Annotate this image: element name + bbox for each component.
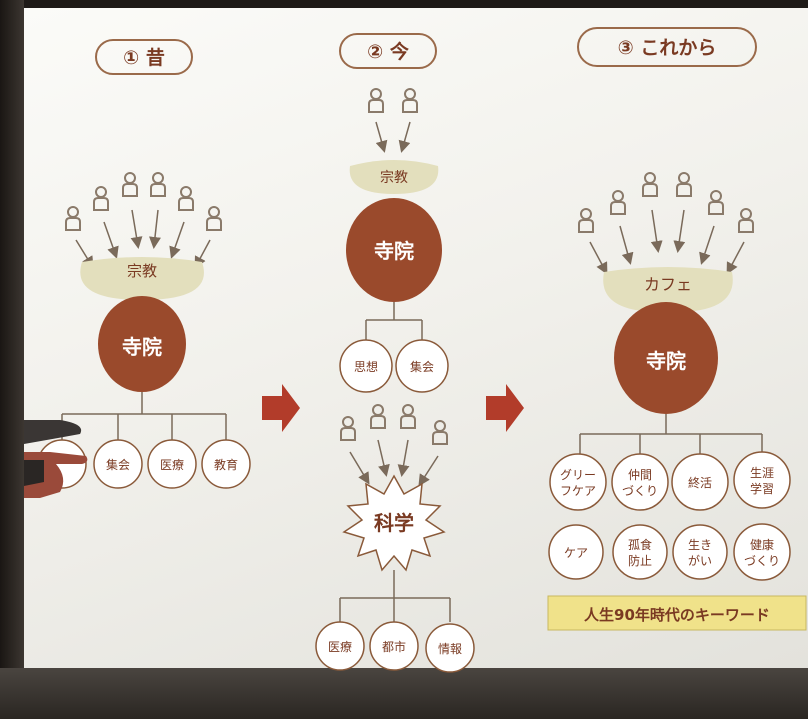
- arrow-right-icon: [262, 384, 300, 432]
- future-leaf-label: ケア: [564, 546, 588, 560]
- band-label-3: カフェ: [644, 275, 692, 294]
- tree-lines-4: [579, 414, 763, 454]
- keyword-label: 人生90年時代のキーワード: [584, 606, 770, 624]
- science-leaf-2: 情報: [438, 642, 462, 656]
- heading-1: ① 昔: [123, 47, 165, 69]
- heading-3: ③ これから: [618, 37, 717, 59]
- future-leaf-label: 生涯: [750, 466, 774, 480]
- temple-label-1: 寺院: [122, 335, 162, 359]
- heading-pill-2: [339, 33, 437, 69]
- future-leaf-label: づくり: [622, 484, 658, 498]
- heading-pill-3: [577, 27, 757, 67]
- future-leaf-label: 生き: [688, 538, 712, 552]
- science-leaf-0: 医療: [328, 640, 352, 654]
- arrows-2: [375, 121, 411, 153]
- arrows-3: [349, 439, 439, 487]
- leaf-circles-3: [315, 621, 475, 673]
- religion-band-2: [349, 160, 439, 194]
- future-leaf-label: 孤食: [628, 537, 652, 552]
- religion-band-1: [80, 257, 204, 300]
- temple-circle-1: [98, 296, 186, 392]
- leaf-1-2: 医療: [160, 458, 184, 472]
- temple-label-3: 寺院: [646, 349, 686, 373]
- temple-circle-2: [346, 198, 442, 302]
- leaf-circles-2: [339, 339, 449, 393]
- temple-label-2: 寺院: [374, 239, 414, 263]
- heading-pill-1: [95, 39, 193, 75]
- science-label: 科学: [374, 511, 414, 535]
- future-leaf-label: 防止: [628, 553, 652, 568]
- cafe-band: [603, 267, 733, 313]
- future-leaf-label: づくり: [744, 554, 780, 568]
- band-label-1: 宗教: [127, 262, 157, 280]
- future-leaf-label: 終活: [688, 475, 712, 490]
- tree-lines-3: [339, 570, 451, 622]
- people-group-2: [368, 88, 418, 113]
- leaf-2-1: 集会: [410, 359, 434, 374]
- presenter-hand: [24, 420, 88, 498]
- band-label-2: 宗教: [380, 170, 408, 186]
- people-group-4: [578, 172, 754, 233]
- leaf-1-1: 集会: [106, 457, 130, 472]
- future-leaf-label: 仲間: [628, 468, 652, 482]
- arrows-4: [589, 209, 745, 275]
- tree-lines-1: [61, 392, 227, 440]
- people-group-3: [340, 404, 448, 445]
- future-leaf-label: がい: [688, 553, 712, 568]
- people-group-1: [65, 172, 222, 231]
- room-edge-left: [0, 0, 24, 719]
- arrow-right-icon: [486, 384, 524, 432]
- starburst-icon: [342, 474, 446, 572]
- leaf-1-3: 教育: [214, 457, 238, 472]
- room-wall-bottom: [0, 668, 808, 719]
- future-leaf-label: 健康: [750, 537, 774, 552]
- future-leaf-label: 学習: [750, 481, 774, 496]
- tree-lines-2: [365, 302, 423, 340]
- temple-circle-3: [614, 302, 718, 414]
- leaf-2-0: 思想: [354, 359, 378, 374]
- leaf-circles-4: [548, 451, 791, 581]
- science-leaf-1: 都市: [382, 639, 406, 654]
- future-leaf-label: フケア: [560, 484, 596, 498]
- future-leaf-label: グリー: [560, 468, 596, 482]
- keyword-banner: [547, 595, 807, 631]
- heading-2: ② 今: [367, 40, 409, 63]
